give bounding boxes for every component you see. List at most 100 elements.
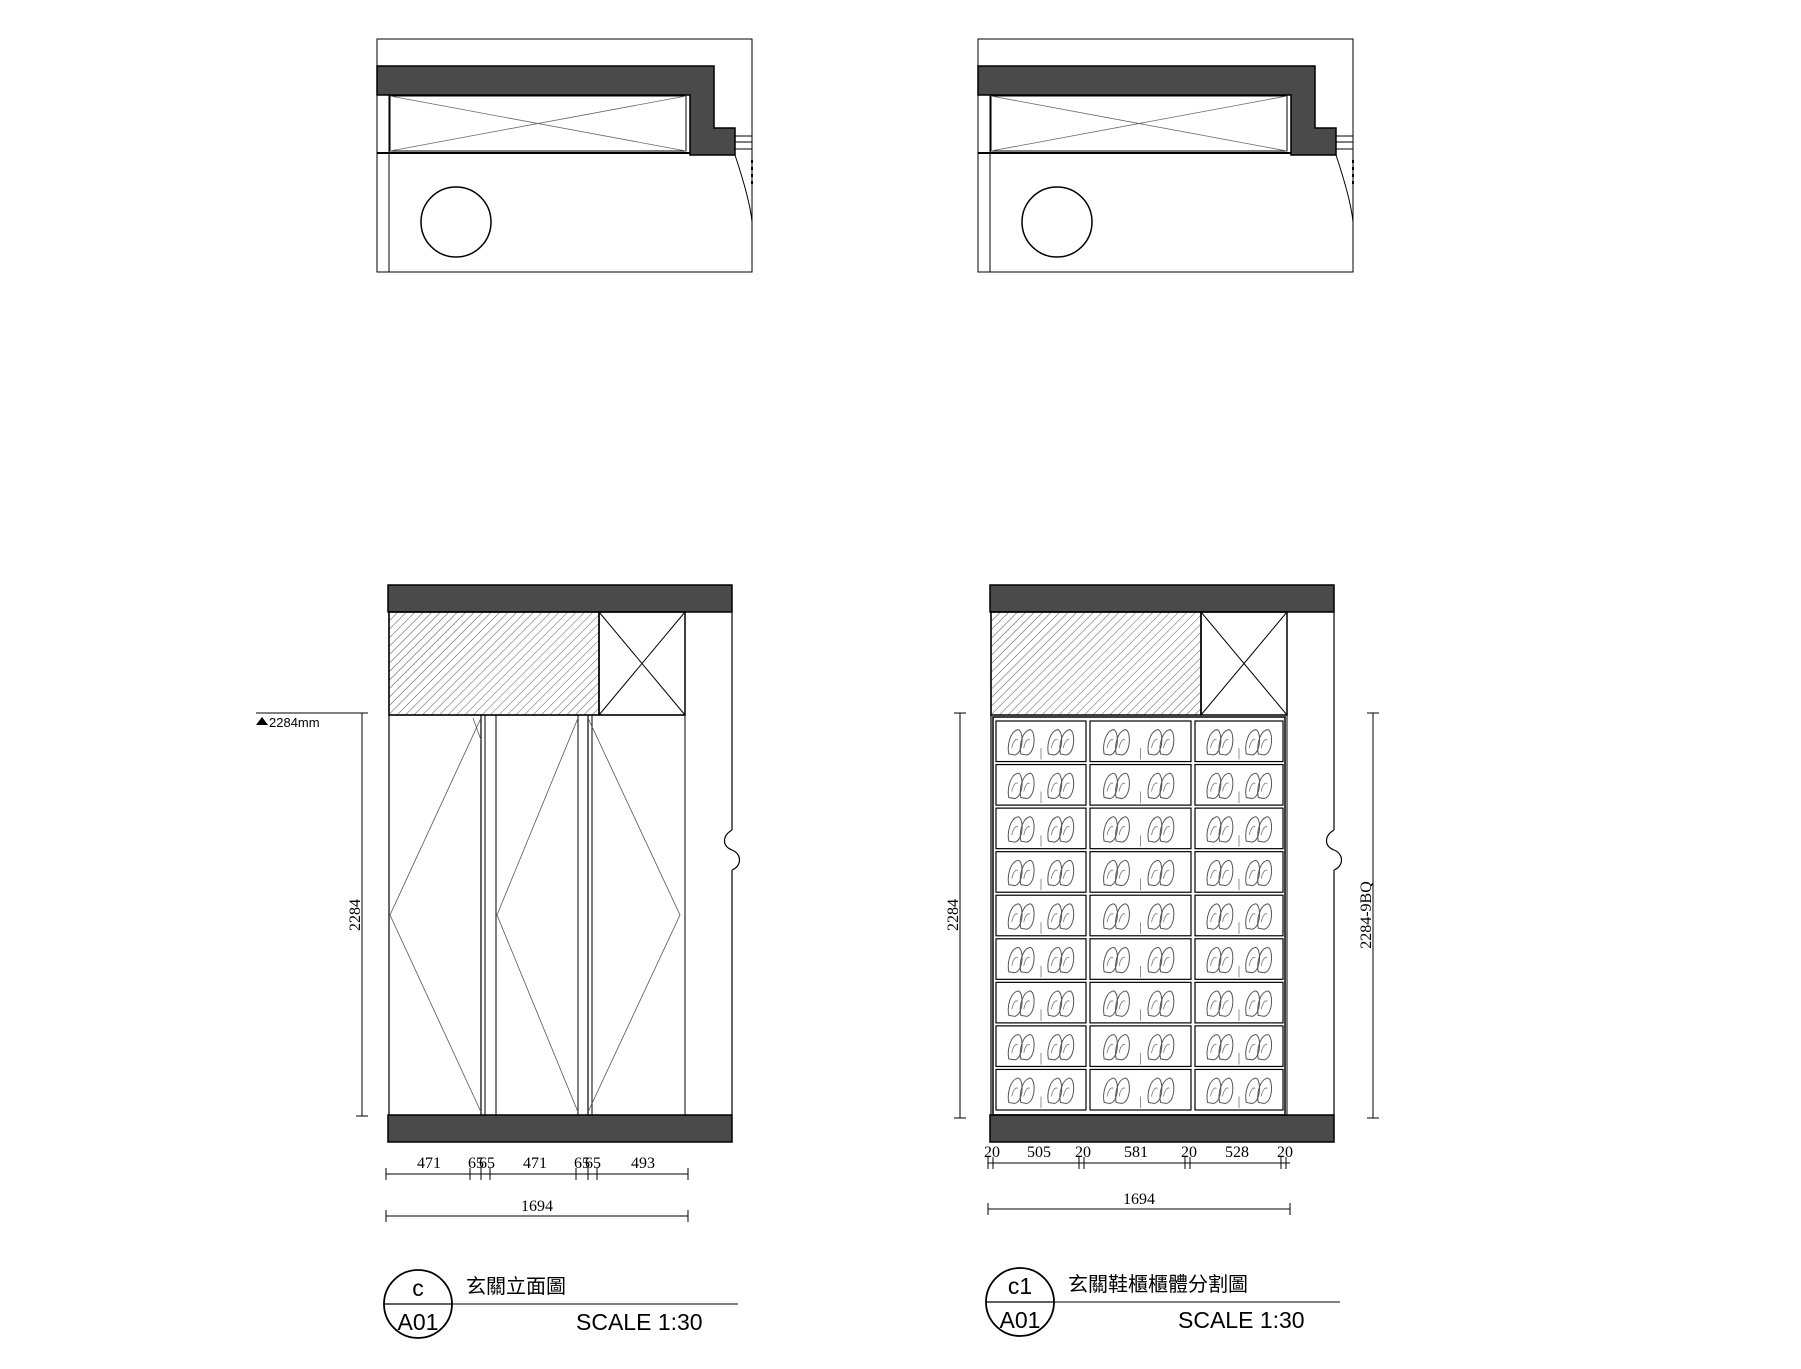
shoe-cubby — [995, 720, 1087, 763]
shoe-cubby — [995, 763, 1087, 806]
shoe-icon — [1103, 946, 1130, 974]
shoe-icon — [1047, 816, 1075, 843]
shoe-icon — [1147, 729, 1175, 756]
shoe-icon — [1047, 946, 1075, 974]
shoe-icon — [1245, 1077, 1273, 1104]
shoe-icon — [1206, 903, 1234, 930]
shoe-icon — [1103, 1034, 1130, 1061]
shoe-cubby — [995, 1025, 1087, 1068]
shoe-cubby — [995, 894, 1087, 937]
shoe-cubby — [1194, 938, 1284, 980]
shoe-icon — [1245, 903, 1273, 930]
shoe-cubbies — [995, 720, 1284, 1111]
shoe-icon — [1147, 772, 1175, 800]
scale-c1: SCALE 1:30 — [1178, 1307, 1305, 1333]
shoe-icon — [1206, 729, 1234, 756]
plan-c1 — [977, 38, 1354, 273]
shoe-icon — [1103, 816, 1130, 843]
shoe-icon — [1007, 729, 1035, 756]
plan-c — [376, 38, 753, 273]
width-dim-c-5: 65 — [574, 1155, 590, 1172]
shoe-cubby — [1089, 763, 1192, 806]
scale-c: SCALE 1:30 — [576, 1309, 703, 1335]
shoe-cubby — [995, 1068, 1087, 1111]
shoe-icon — [1047, 903, 1075, 930]
shoe-icon — [1147, 1034, 1175, 1061]
shoe-cubby — [1194, 851, 1284, 893]
sheet-c1: A01 — [1000, 1307, 1041, 1333]
shoe-cubby — [995, 851, 1087, 893]
width-dim-c1-3: 20 — [1075, 1144, 1091, 1161]
title-id-c: c — [412, 1275, 424, 1301]
width-dim-c1-1: 20 — [984, 1144, 1000, 1161]
shoe-icon — [1103, 772, 1130, 800]
shoe-icon — [1245, 990, 1273, 1017]
width-dim-c-7: 493 — [631, 1155, 655, 1172]
shoe-icon — [1206, 859, 1234, 887]
level-mark-c: 2284mm — [269, 715, 320, 730]
shoe-icon — [1103, 990, 1130, 1017]
shoe-cubby — [1194, 1025, 1284, 1068]
elevation-c1: 2284 2284-9BQ 20 505 20 581 20 528 20 16… — [945, 584, 1379, 1337]
shoe-cubby — [1194, 981, 1284, 1024]
shoe-icon — [1206, 1077, 1234, 1104]
shoe-icon — [1047, 859, 1075, 887]
shoe-icon — [1245, 946, 1273, 974]
shoe-icon — [1245, 1034, 1273, 1061]
shoe-icon — [1206, 772, 1234, 800]
shoe-cubby — [1089, 1068, 1192, 1111]
shoe-cubby — [1194, 720, 1284, 763]
shoe-icon — [1147, 1077, 1175, 1104]
shoe-cubby — [1089, 807, 1192, 850]
shoe-cubby — [1089, 720, 1192, 763]
shoe-icon — [1245, 859, 1273, 887]
title-c1: 玄關鞋櫃櫃體分割圖 — [1068, 1272, 1248, 1296]
shoe-icon — [1007, 1077, 1035, 1104]
width-dim-c-6: 65 — [585, 1155, 601, 1172]
shoe-cubby — [1089, 1025, 1192, 1068]
shoe-icon — [1245, 729, 1273, 756]
width-dim-c-3: 65 — [479, 1155, 495, 1172]
width-dim-c1-5: 20 — [1181, 1144, 1197, 1161]
shoe-icon — [1103, 859, 1130, 887]
width-dim-c1-6: 528 — [1225, 1144, 1249, 1161]
width-dim-c1-2: 505 — [1027, 1144, 1051, 1161]
title-c: 玄關立面圖 — [466, 1274, 566, 1298]
shoe-icon — [1047, 772, 1075, 800]
shoe-cubby — [995, 981, 1087, 1024]
shoe-icon — [1245, 772, 1273, 800]
height-dim-c1-right: 2284-9BQ — [1358, 881, 1375, 949]
shoe-icon — [1206, 1034, 1234, 1061]
shoe-icon — [1007, 816, 1035, 843]
height-dim-c: 2284 — [347, 899, 364, 931]
shoe-icon — [1147, 946, 1175, 974]
shoe-icon — [1047, 990, 1075, 1017]
height-dim-c1-left: 2284 — [945, 899, 962, 931]
shoe-cubby — [1194, 1068, 1284, 1111]
width-dim-c-4: 471 — [523, 1155, 547, 1172]
shoe-icon — [1103, 903, 1130, 930]
shoe-icon — [1007, 946, 1035, 974]
shoe-cubby — [995, 807, 1087, 850]
shoe-icon — [1147, 816, 1175, 843]
sheet-c: A01 — [398, 1309, 439, 1335]
width-dim-c1-4: 581 — [1124, 1144, 1148, 1161]
shoe-icon — [1206, 990, 1234, 1017]
shoe-cubby — [1089, 851, 1192, 893]
shoe-icon — [1007, 990, 1035, 1017]
shoe-icon — [1007, 772, 1035, 800]
shoe-cubby — [1194, 807, 1284, 850]
width-dim-c1-7: 20 — [1277, 1144, 1293, 1161]
shoe-cubby — [1194, 894, 1284, 937]
shoe-icon — [1206, 946, 1234, 974]
shoe-icon — [1147, 903, 1175, 930]
shoe-icon — [1007, 859, 1035, 887]
width-dim-c-1: 471 — [417, 1155, 441, 1172]
shoe-icon — [1007, 903, 1035, 930]
width-dim-c-2: 65 — [468, 1155, 484, 1172]
shoe-cubby — [995, 938, 1087, 980]
shoe-icon — [1103, 1077, 1130, 1104]
shoe-icon — [1245, 816, 1273, 843]
shoe-icon — [1007, 1034, 1035, 1061]
